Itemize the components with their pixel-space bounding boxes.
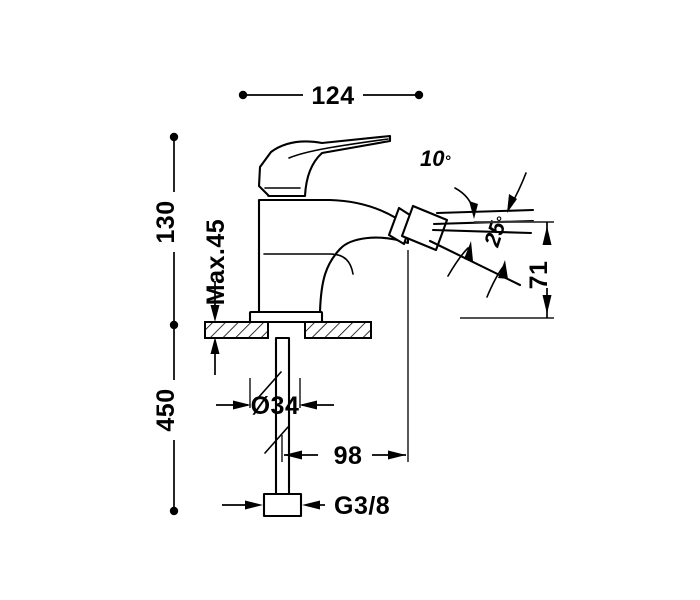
dimension-label-height-lower: 450 [152, 388, 180, 431]
angle-arrow-upper-right [507, 194, 517, 213]
spray-ray-upper [435, 208, 535, 215]
deck-section-left [204, 321, 269, 339]
dimension-label-width: 124 [311, 82, 354, 110]
d34-leader-slash [257, 371, 282, 399]
deck-section-right [304, 321, 372, 339]
dimension-label-height-upper: 130 [152, 200, 180, 243]
faucet-base-plate [248, 310, 324, 324]
arrowhead-71-top [542, 226, 552, 245]
arrowhead-71-bottom [542, 295, 552, 314]
arrowhead-g38-right [302, 500, 320, 510]
dimension-height-stack: 130 450 [152, 132, 180, 516]
aerator-head [400, 204, 449, 252]
max45-arrowhead-down [210, 305, 220, 322]
dimension-label-base-diameter: Ø34 [251, 392, 300, 420]
g38-connector-block [262, 492, 303, 518]
angle-arrow-upper-left [469, 201, 478, 219]
reach-leader-slash [264, 426, 289, 454]
dimension-label-thread: G3/8 [334, 492, 390, 520]
lever-handle [257, 134, 392, 198]
dimension-label-spout-height: 71 [525, 261, 553, 290]
countertop-deck [204, 321, 372, 339]
faucet-body [257, 198, 410, 314]
dimension-spout-height-71: 71 [460, 221, 554, 319]
arrowhead-98-left [284, 450, 302, 460]
spray-ray-middle-lower [431, 228, 533, 235]
angle-label-upper: 10° [420, 146, 451, 171]
dimension-max-deck-thickness: Max.45 [202, 219, 230, 375]
dimension-label-max45: Max.45 [202, 219, 230, 305]
dimension-thread-g38: G3/8 [222, 492, 390, 520]
dimension-label-reach: 98 [334, 442, 363, 470]
arrowhead-g38-left [245, 500, 263, 510]
angle-arrow-lower-right [498, 260, 508, 279]
dimension-width-124: 124 [238, 82, 424, 110]
faucet-body-inner-contour [263, 253, 354, 275]
arrowhead-d34-left [233, 400, 251, 410]
angle-arc-lower-left [447, 247, 469, 277]
angle-arrow-lower-left [464, 241, 473, 261]
dimension-reach-98: 98 [264, 250, 409, 470]
arrowhead-98-right [388, 450, 406, 460]
lever-handle-crease [288, 138, 389, 159]
arrowhead-d34-right [299, 400, 317, 410]
max45-arrowhead-up [210, 337, 220, 354]
faucet-assembly [248, 134, 449, 518]
dimension-base-diameter: Ø34 [216, 371, 334, 420]
